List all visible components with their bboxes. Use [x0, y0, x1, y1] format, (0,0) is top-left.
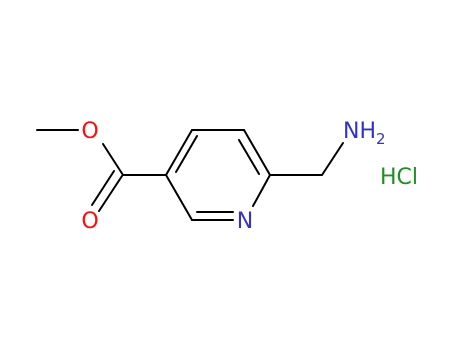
bond-ch2-nh2 [321, 142, 344, 176]
amine-label: NH2 [343, 119, 386, 148]
carbonyl-oxygen-label: O [81, 209, 98, 234]
ring-bond-c2-c3 [165, 174, 193, 221]
ring-bond-c3-c4-inner [175, 135, 198, 173]
hcl-salt-label: HCl [380, 165, 418, 190]
ring-bond-c3-c4 [165, 129, 193, 176]
ring-bond-c6-n [252, 174, 271, 207]
bond-carbonyl-double-1 [98, 175, 123, 212]
amine-subscript: 2 [376, 130, 386, 148]
bond-o-carbonyl [102, 143, 124, 176]
amine-symbol: NH [343, 119, 376, 144]
ring-bond-c5-c6 [243, 129, 271, 176]
ring-nitrogen-label: N [237, 209, 253, 234]
bond-carbonyl-double-2 [91, 170, 115, 206]
ester-oxygen-label: O [81, 119, 98, 144]
ring-bond-c5-c6-inner [238, 139, 260, 175]
